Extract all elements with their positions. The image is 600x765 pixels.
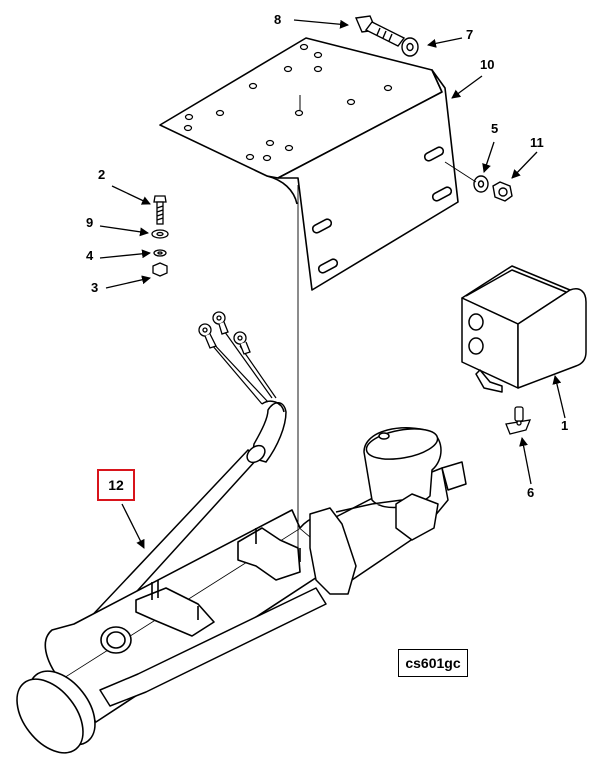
washer-5 [473, 175, 489, 193]
callout-4: 4 [86, 248, 94, 263]
wire-harness [209, 327, 277, 405]
arrow-3 [105, 275, 151, 289]
arrow-5 [482, 141, 495, 173]
callout-1: 1 [561, 418, 569, 433]
callout-arrows [99, 19, 566, 549]
mounting-bracket [159, 37, 459, 291]
bolt-axis-line [444, 161, 477, 183]
callout-9: 9 [86, 215, 94, 230]
nut-11 [492, 181, 513, 202]
drawing-code-label: cs601gc [398, 649, 468, 677]
arrow-4 [99, 249, 151, 259]
arrow-8 [293, 19, 349, 29]
box-plug-6 [505, 406, 532, 435]
arrow-12 [121, 503, 145, 549]
bolt-8 [354, 15, 406, 47]
callout-5: 5 [491, 121, 499, 136]
arrow-11 [511, 151, 538, 179]
control-box [461, 265, 587, 393]
arrow-2 [111, 185, 151, 205]
washer-7 [401, 37, 419, 57]
callout-12-highlight: 12 [97, 469, 135, 501]
ring-terminals [198, 311, 251, 355]
arrow-7 [427, 37, 463, 48]
junction-housing [99, 427, 467, 707]
callout-11: 11 [530, 135, 544, 150]
arrow-6 [519, 437, 532, 485]
arrow-1 [552, 375, 566, 419]
arrow-9 [99, 225, 149, 237]
callout-8: 8 [274, 12, 282, 27]
callout-2: 2 [98, 167, 106, 182]
callout-3: 3 [91, 280, 99, 295]
bracket-holes [183, 43, 393, 162]
callout-10: 10 [480, 57, 495, 72]
callout-7: 7 [466, 27, 474, 42]
arrow-10 [451, 75, 483, 99]
callout-6: 6 [527, 485, 535, 500]
fastener-stack [151, 195, 169, 277]
